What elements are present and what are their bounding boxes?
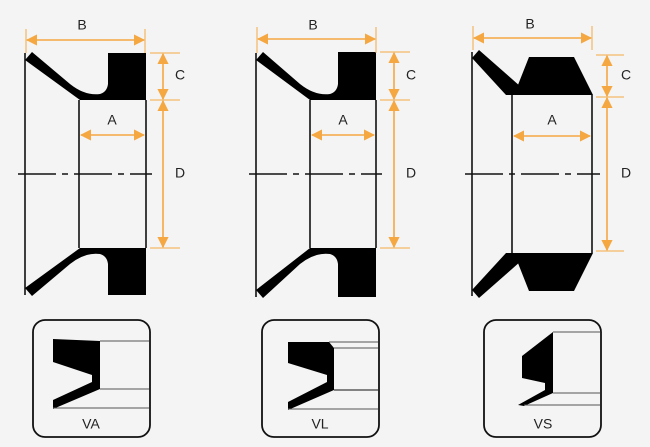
inset-vs: VS xyxy=(483,319,602,438)
label-d: D xyxy=(621,165,631,181)
upper-profile xyxy=(256,52,376,100)
label-d: D xyxy=(406,165,416,181)
seal-section-icon xyxy=(288,342,334,410)
seal-type-label: VL xyxy=(311,416,328,432)
label-d: D xyxy=(175,165,185,181)
lower-profile xyxy=(256,248,376,298)
label-c: C xyxy=(175,67,185,83)
inset-va: VA xyxy=(32,319,151,438)
seal-section-icon xyxy=(518,332,553,406)
label-b: B xyxy=(308,17,317,33)
label-a: A xyxy=(338,112,348,128)
upper-body xyxy=(514,57,593,95)
lower-profile xyxy=(25,248,146,296)
seal-section-icon xyxy=(53,339,100,409)
seal-type-label: VS xyxy=(534,416,553,432)
label-a: A xyxy=(107,112,117,128)
upper-profile xyxy=(25,52,146,100)
seal-drawing-va: B A C D xyxy=(18,17,185,296)
label-b: B xyxy=(525,16,534,32)
seal-drawing-vs: B A C D xyxy=(465,16,631,298)
lower-body xyxy=(514,253,593,291)
inset-vl: VL xyxy=(261,319,380,438)
seal-type-label: VA xyxy=(82,416,100,432)
label-b: B xyxy=(77,17,86,33)
seal-drawing-vl: B A C D xyxy=(249,17,416,298)
label-c: C xyxy=(621,67,631,83)
upper-lip xyxy=(472,50,521,95)
lower-lip xyxy=(472,253,521,298)
label-a: A xyxy=(547,112,557,128)
label-c: C xyxy=(406,67,416,83)
